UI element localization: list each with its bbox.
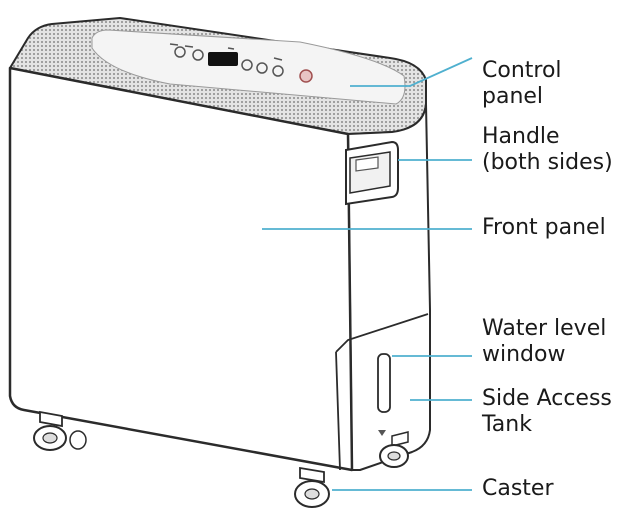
label-line: Caster: [482, 476, 554, 501]
label-line: panel: [482, 84, 544, 109]
label-side-access-tank: Side Access Tank: [482, 386, 612, 438]
panel-button: [192, 49, 204, 61]
label-front-panel: Front panel: [482, 215, 606, 241]
handle: [345, 140, 399, 206]
label-water-level-window: Water level window: [482, 316, 606, 368]
power-button: [299, 69, 313, 83]
label-line: Water level: [482, 316, 607, 341]
panel-indicator-marks: [169, 43, 283, 61]
control-panel-area: [91, 29, 406, 105]
label-handle: Handle (both sides): [482, 124, 613, 176]
label-control-panel: Control panel: [482, 58, 562, 110]
label-line: Handle: [482, 124, 560, 149]
water-level-window: [377, 353, 391, 413]
panel-button: [272, 65, 284, 77]
caster-front-right: [294, 466, 330, 508]
caster-back-right: [379, 431, 409, 468]
label-line: window: [482, 342, 566, 367]
label-caster: Caster: [482, 476, 554, 502]
caster-back-left: [69, 430, 87, 450]
leader-lines: [262, 57, 473, 491]
leader-control-panel: [350, 57, 473, 87]
panel-button: [256, 62, 268, 74]
label-line: Front panel: [482, 215, 606, 240]
panel-button: [241, 59, 253, 71]
tank-mark: [378, 430, 386, 436]
tank-seam: [335, 313, 429, 471]
label-line: Control: [482, 58, 562, 83]
caster-front-left: [33, 410, 67, 451]
panel-display: [208, 52, 238, 66]
label-line: Tank: [482, 412, 532, 437]
label-line: Side Access: [482, 386, 612, 411]
control-buttons: [169, 43, 313, 83]
label-line: (both sides): [482, 150, 613, 175]
panel-button: [174, 46, 186, 58]
front-panel: [8, 66, 354, 472]
